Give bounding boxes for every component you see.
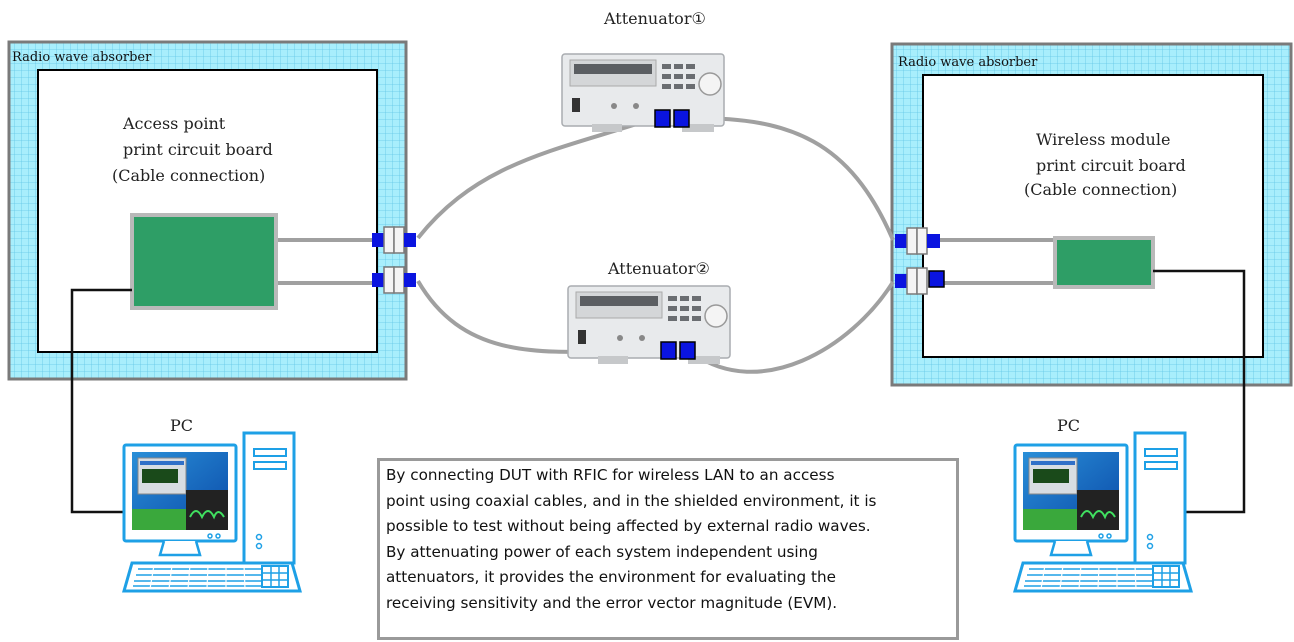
description-line-2: point using coaxial cables, and in the s… <box>386 491 877 510</box>
access-point-label-line-3: (Cable connection) <box>112 166 266 185</box>
right-zone-title: Radio wave absorber <box>898 55 1038 70</box>
description-line-4: By attenuating power of each system inde… <box>386 542 818 561</box>
pc-left-label: PC <box>170 416 194 435</box>
description-line-5: attenuators, it provides the environment… <box>386 568 836 586</box>
wireless-module-label-line-2: print circuit board <box>1036 156 1186 175</box>
pc-right-computer-icon <box>1013 431 1193 593</box>
access-point-board <box>130 213 278 310</box>
description-line-3: possible to test without being affected … <box>386 517 871 535</box>
attenuator-2-device <box>567 285 731 365</box>
right-absorber-zone <box>890 42 1293 387</box>
wireless-module-board <box>1053 236 1155 289</box>
access-point-label-line-1: Access point <box>123 114 226 133</box>
attenuator-1-device <box>561 53 725 133</box>
wireless-module-label-line-1: Wireless module <box>1036 130 1171 149</box>
description-line-6: receiving sensitivity and the error vect… <box>386 593 838 612</box>
left-absorber-zone <box>7 40 408 381</box>
description-line-1: By connecting DUT with RFIC for wireless… <box>386 466 835 484</box>
pc-left-computer-icon <box>122 431 302 593</box>
coaxial-cables <box>276 116 1055 374</box>
wireless-module-label-line-3: (Cable connection) <box>1024 180 1178 199</box>
description-box: By connecting DUT with RFIC for wireless… <box>377 458 959 640</box>
access-point-label-line-2: print circuit board <box>123 140 273 159</box>
attenuator-1-label: Attenuator① <box>604 9 706 28</box>
left-zone-title: Radio wave absorber <box>12 50 152 65</box>
pc-data-lines <box>70 269 1246 514</box>
pc-right-label: PC <box>1057 416 1081 435</box>
attenuator-2-label: Attenuator② <box>608 259 710 278</box>
left-connectors <box>372 226 416 294</box>
right-connectors <box>895 227 945 295</box>
